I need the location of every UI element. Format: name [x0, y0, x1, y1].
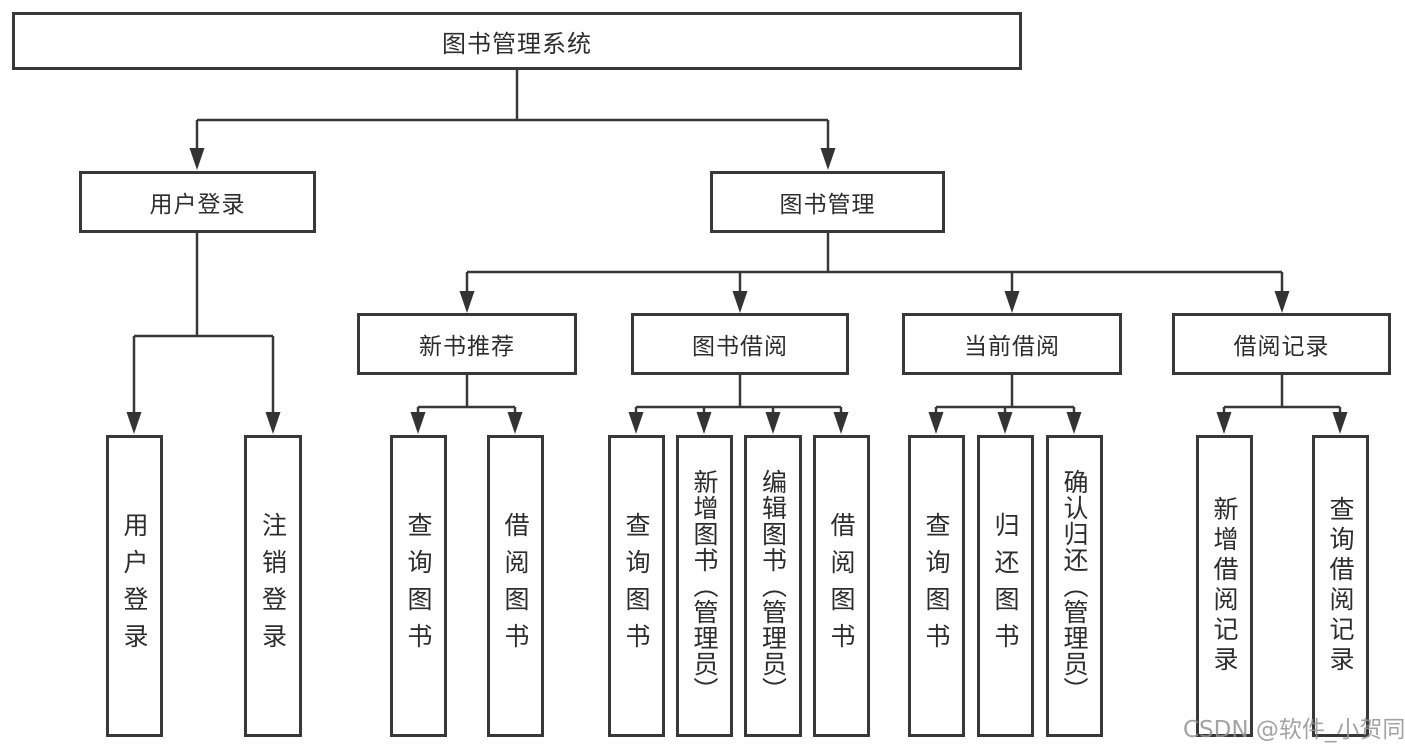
- csdn-watermark: CSDN @软件_小贺同学: [1183, 717, 1405, 743]
- node-label: 查询图书: [922, 512, 951, 660]
- node-label: 新增图书（管理员）: [690, 469, 719, 703]
- node-book-borrowing: 图书借阅: [631, 313, 849, 375]
- node-label: 当前借阅: [964, 334, 1060, 360]
- leaf-borrow-books: 借阅图书: [813, 435, 870, 737]
- leaf-return-books: 归还图书: [977, 435, 1034, 737]
- leaf-query-borrow-record: 查询借阅记录: [1312, 435, 1369, 737]
- node-label: 确认归还（管理员）: [1060, 469, 1089, 703]
- node-label: 编辑图书（管理员）: [758, 469, 788, 703]
- node-label: 图书管理系统: [442, 29, 592, 58]
- node-label: 图书管理: [779, 192, 876, 218]
- node-user-login: 用户登录: [79, 171, 316, 233]
- leaf-query-books: 查询图书: [908, 435, 965, 737]
- node-borrowing-records: 借阅记录: [1172, 313, 1391, 375]
- leaf-edit-books-admin: 编辑图书（管理员）: [744, 435, 802, 737]
- node-label: 借阅图书: [501, 512, 530, 660]
- node-label: 查询图书: [404, 512, 433, 660]
- node-label: 归还图书: [991, 512, 1020, 660]
- node-current-borrowing: 当前借阅: [902, 313, 1122, 375]
- node-label: 查询图书: [622, 512, 651, 660]
- node-label: 注销登录: [258, 512, 288, 660]
- leaf-add-books-admin: 新增图书（管理员）: [676, 435, 733, 737]
- node-label: 用户登录: [149, 192, 246, 218]
- leaf-user-login: 用户登录: [106, 435, 163, 737]
- node-label: 借阅图书: [827, 512, 856, 660]
- leaf-query-books: 查询图书: [608, 435, 665, 737]
- node-label: 用户登录: [120, 512, 149, 660]
- node-new-book-recommendation: 新书推荐: [357, 313, 577, 375]
- node-book-management: 图书管理: [710, 171, 945, 233]
- node-label: 借阅记录: [1233, 334, 1330, 360]
- leaf-query-books: 查询图书: [390, 435, 447, 737]
- node-library-management-system: 图书管理系统: [12, 12, 1022, 70]
- leaf-borrow-books: 借阅图书: [487, 435, 544, 737]
- node-label: 新书推荐: [419, 334, 515, 360]
- leaf-logout: 注销登录: [244, 435, 302, 737]
- arrowheads: [126, 148, 1348, 434]
- node-label: 查询借阅记录: [1326, 496, 1355, 676]
- leaf-add-borrow-record: 新增借阅记录: [1196, 435, 1253, 737]
- node-label: 新增借阅记录: [1210, 496, 1239, 676]
- leaf-confirm-return-admin: 确认归还（管理员）: [1046, 435, 1103, 737]
- node-label: 图书借阅: [692, 334, 788, 360]
